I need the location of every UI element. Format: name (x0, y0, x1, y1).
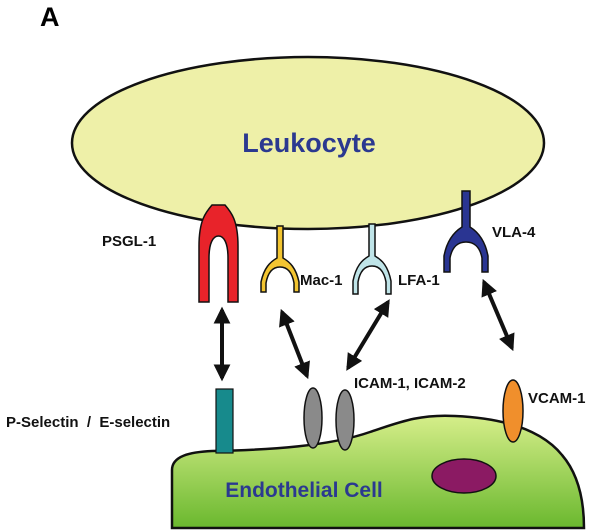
mac-1-label: Mac-1 (300, 272, 343, 289)
psgl-1-label: PSGL-1 (102, 233, 156, 250)
vcam-1-label: VCAM-1 (528, 390, 586, 407)
selectin-label: P-Selectin / E-selectin (6, 414, 170, 431)
vcam-1-ligand (502, 379, 524, 443)
vla-4-label: VLA-4 (492, 224, 536, 241)
icam-label: ICAM-1, ICAM-2 (354, 375, 466, 392)
endothelial-cell-label: Endothelial Cell (225, 479, 383, 502)
icam-ligand (335, 389, 355, 451)
nucleus (431, 458, 497, 494)
icam-ligand (303, 387, 323, 449)
mac-1-receptor (260, 225, 300, 293)
lfa-1-label: LFA-1 (398, 272, 440, 289)
leukocyte-label: Leukocyte (242, 128, 376, 158)
lfa-1-icam-arrow (346, 299, 390, 371)
lfa-1-receptor (352, 223, 392, 295)
leukocyte-cell (70, 55, 546, 231)
selectin-ligand (215, 388, 234, 454)
endothelial-cell (170, 414, 586, 530)
mac-1-icam-arrow (279, 308, 310, 380)
vla-4-receptor (443, 190, 489, 273)
psgl-1-receptor (198, 204, 239, 303)
panel-label: A (40, 2, 60, 32)
vla-4-vcam-1-arrow (481, 278, 515, 352)
